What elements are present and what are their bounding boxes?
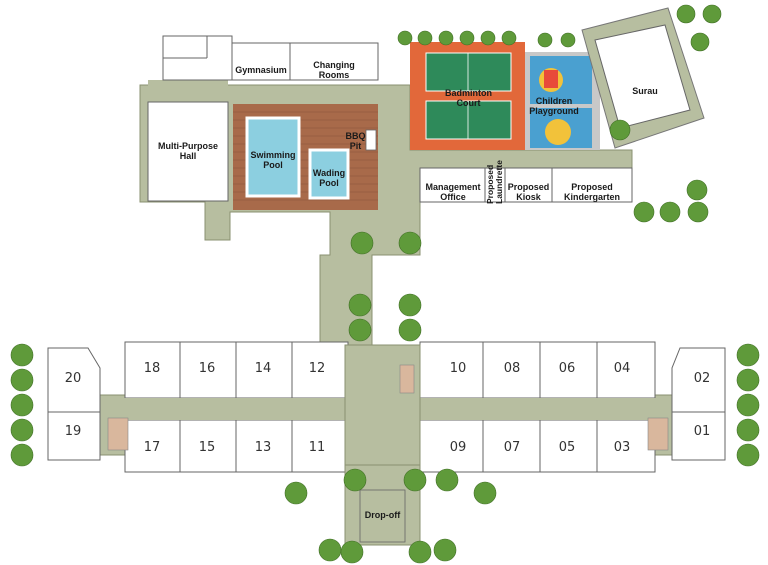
unit-05: 05 (558, 440, 576, 455)
proposed-laundrette-label: Proposed Laundrette (485, 160, 504, 204)
multi-purpose-hall-label: Multi-Purpose Hall (158, 141, 218, 161)
unit-07: 07 (503, 440, 521, 455)
swimming-pool-label: Swimming Pool (250, 150, 296, 170)
badminton-court-label: Badminton Court (445, 88, 492, 108)
unit-18: 18 (143, 361, 161, 376)
unit-01: 01 (693, 424, 711, 439)
children-playground-label: Children Playground (529, 96, 579, 116)
unit-20: 20 (64, 371, 82, 386)
residential-block (47, 341, 726, 546)
unit-06: 06 (558, 361, 576, 376)
unit-13: 13 (254, 440, 272, 455)
unit-19: 19 (64, 424, 82, 439)
unit-14: 14 (254, 361, 272, 376)
bbq-pit-label: BBQ Pit (345, 131, 366, 151)
management-office-label: Management Office (425, 182, 481, 202)
unit-15: 15 (198, 440, 216, 455)
unit-12: 12 (308, 361, 326, 376)
unit-09: 09 (449, 440, 467, 455)
unit-11: 11 (308, 440, 326, 455)
unit-16: 16 (198, 361, 216, 376)
multi-purpose-hall-block (147, 101, 229, 202)
facility-strip (419, 167, 633, 203)
unit-08: 08 (503, 361, 521, 376)
proposed-kindergarten-label: Proposed Kindergarten (563, 182, 620, 202)
surau-label: Surau (632, 86, 658, 96)
swimming-pool (245, 116, 301, 198)
changing-rooms-block (289, 42, 379, 81)
wading-pool (308, 148, 350, 200)
changing-rooms-label: Changing Rooms (313, 60, 355, 80)
gymnasium-label: Gymnasium (235, 65, 287, 75)
surau-building (594, 24, 691, 129)
drop-off-label: Drop-off (364, 510, 401, 520)
unit-02: 02 (693, 371, 711, 386)
wading-pool-label: Wading Pool (312, 168, 346, 188)
bbq-pit (365, 129, 377, 151)
landscape-trees (10, 4, 760, 564)
proposed-kiosk-label: Proposed Kiosk (507, 182, 550, 202)
unit-17: 17 (143, 440, 161, 455)
unit-03: 03 (613, 440, 631, 455)
unit-04: 04 (613, 361, 631, 376)
unit-10: 10 (449, 361, 467, 376)
